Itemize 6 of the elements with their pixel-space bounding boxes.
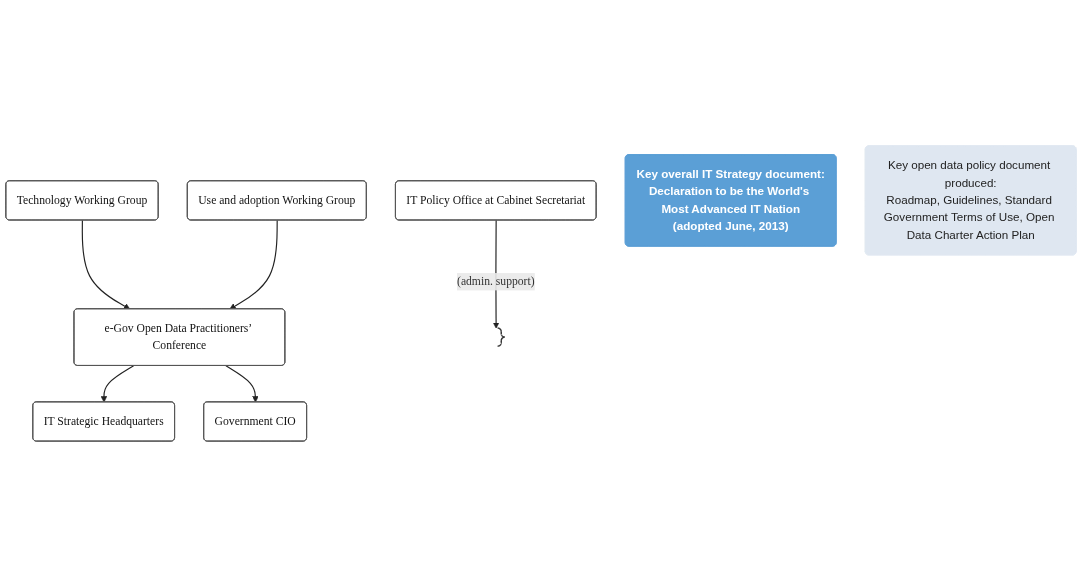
arrow <box>100 364 135 402</box>
arrow <box>229 219 278 309</box>
arrow <box>81 219 131 309</box>
edge-label: (admin. support) <box>457 274 535 288</box>
node-bracket <box>496 326 506 347</box>
arrow <box>225 364 259 402</box>
